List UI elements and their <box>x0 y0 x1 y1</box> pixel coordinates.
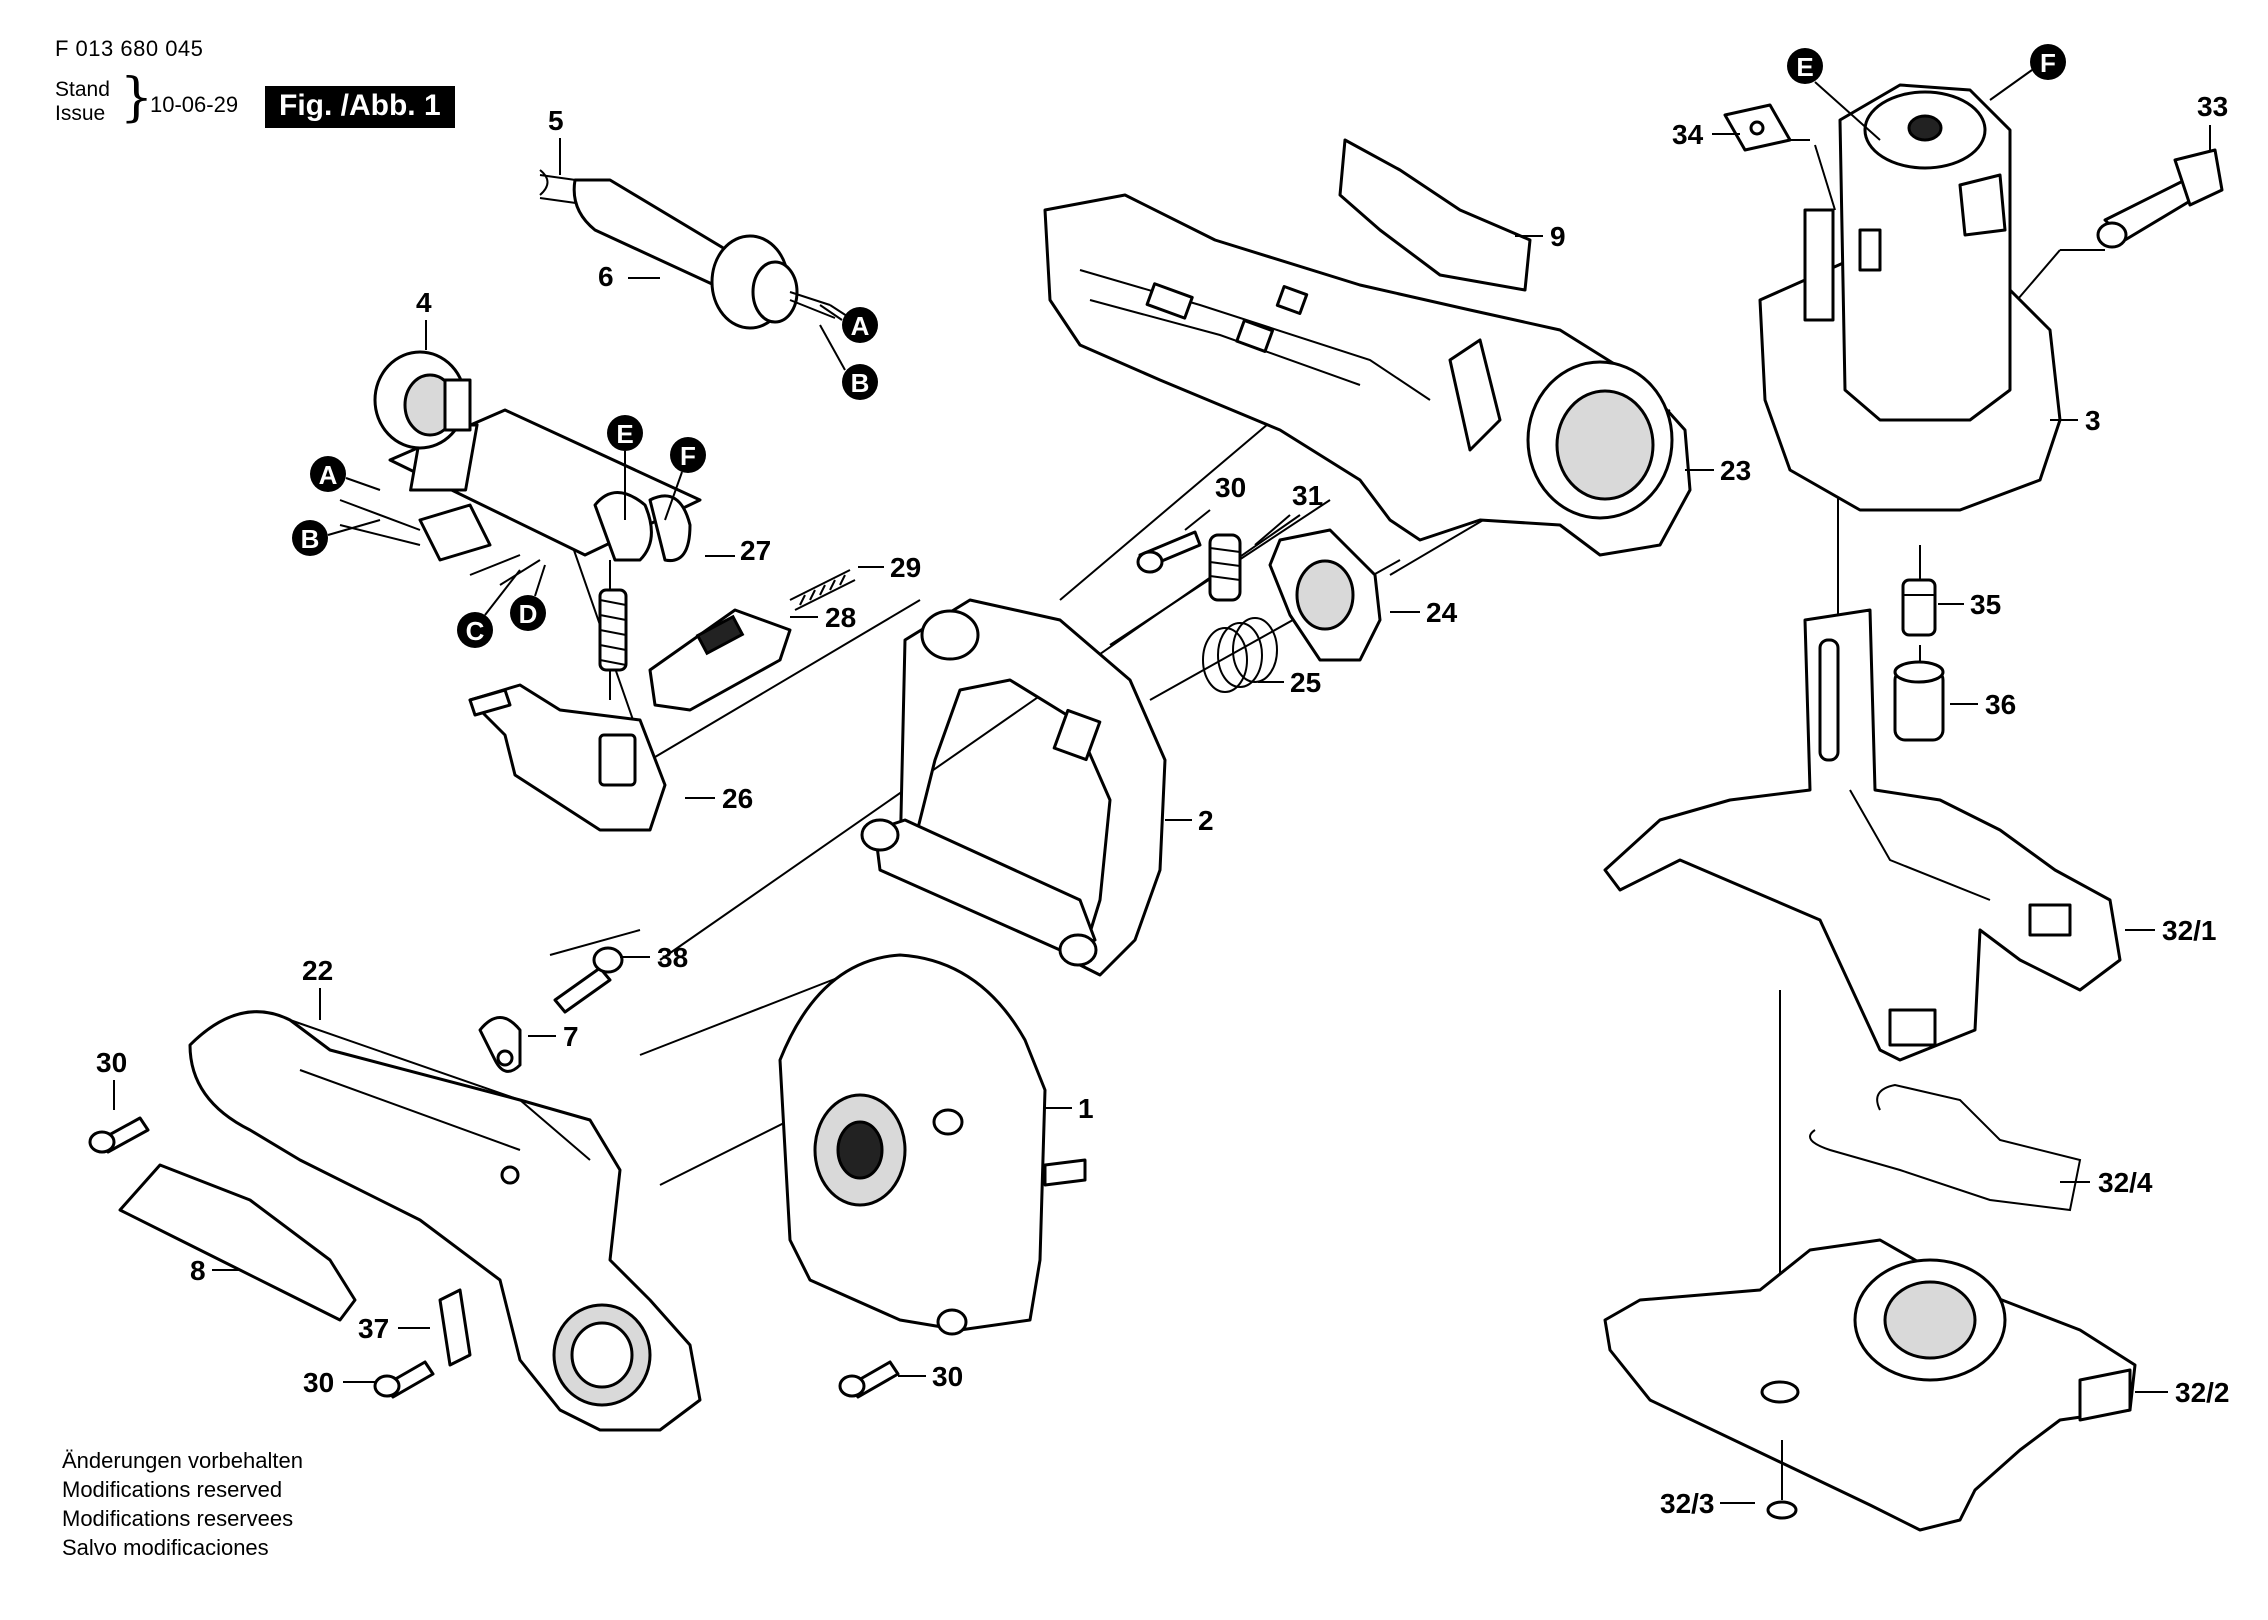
marker-e-motor: E <box>1787 48 1823 84</box>
connection-markers: A B A B C D E F <box>292 44 2066 648</box>
part-base-plate-32-2 <box>1603 1238 2137 1532</box>
notice-line-es: Salvo modificaciones <box>62 1535 269 1560</box>
callout-6: 6 <box>598 261 614 292</box>
part-switch-housing-26 <box>468 683 667 832</box>
callout-29: 29 <box>890 552 921 583</box>
callout-38: 38 <box>657 942 688 973</box>
marker-b-cable: B <box>842 364 878 400</box>
callouts: 5 6 4 27 29 28 26 9 23 30 31 24 25 2 38 … <box>96 91 2230 1519</box>
callout-32-4: 32/4 <box>2098 1167 2153 1198</box>
marker-f-board: F <box>670 437 706 473</box>
svg-text:F: F <box>680 441 696 471</box>
part-sleeve-36 <box>1893 660 1945 742</box>
callout-30-bottom-left: 30 <box>303 1367 334 1398</box>
callout-24: 24 <box>1426 597 1458 628</box>
callout-1: 1 <box>1078 1093 1094 1124</box>
marker-c-board: C <box>457 612 493 648</box>
part-cover-9 <box>1338 138 1532 292</box>
callout-30-left: 30 <box>96 1047 127 1078</box>
callout-30-top: 30 <box>1215 472 1246 503</box>
svg-text:A: A <box>319 460 338 490</box>
part-spring-31 <box>1208 533 1242 602</box>
svg-text:B: B <box>851 368 870 398</box>
part-housing-shell-23 <box>1043 193 1692 557</box>
notice-line-fr: Modifications reservees <box>62 1506 294 1531</box>
part-knob-33 <box>2096 148 2224 249</box>
notice-line-en: Modifications reserved <box>62 1477 283 1502</box>
part-strain-relief-6 <box>572 178 851 330</box>
callout-2: 2 <box>1198 805 1214 836</box>
callout-22: 22 <box>302 955 333 986</box>
callout-25: 25 <box>1290 667 1321 698</box>
svg-text:F: F <box>2040 48 2056 78</box>
svg-text:A: A <box>851 311 870 341</box>
callout-36: 36 <box>1985 689 2016 720</box>
callout-37: 37 <box>358 1313 389 1344</box>
svg-text:E: E <box>616 419 633 449</box>
part-motor-housing-3 <box>1758 83 2062 512</box>
part-pad-34 <box>1723 103 1792 152</box>
marker-a-cable: A <box>842 307 878 343</box>
stand-issue-labels: Stand Issue <box>55 78 110 126</box>
notice-line-de: Änderungen vorbehalten <box>62 1448 303 1473</box>
modifications-notice: Änderungen vorbehalten Modifications res… <box>62 1446 303 1562</box>
callout-5: 5 <box>548 105 564 136</box>
issue-label: Issue <box>55 102 106 125</box>
part-springs-25 <box>1202 617 1278 693</box>
callout-7: 7 <box>563 1021 579 1052</box>
part-clip-7 <box>478 1016 522 1073</box>
document-number: F 013 680 045 <box>55 36 204 61</box>
callout-32-3: 32/3 <box>1660 1488 1715 1519</box>
svg-text:C: C <box>466 616 485 646</box>
callout-31: 31 <box>1292 480 1323 511</box>
part-screw-38 <box>553 946 624 1014</box>
issue-date: 10-06-29 <box>150 92 239 117</box>
callout-28: 28 <box>825 602 856 633</box>
part-handle-shell-2 <box>860 598 1167 977</box>
svg-text:B: B <box>301 524 320 554</box>
part-clip-37 <box>438 1288 472 1367</box>
part-grip-cover-8 <box>118 1163 357 1322</box>
part-spring-27 <box>598 588 628 672</box>
callout-35: 35 <box>1970 589 2001 620</box>
brace-glyph: } <box>120 68 154 128</box>
callout-8: 8 <box>190 1255 206 1286</box>
marker-a-board: A <box>310 456 346 492</box>
svg-text:D: D <box>519 599 538 629</box>
callout-23: 23 <box>1720 455 1751 486</box>
part-screw-30-top <box>1136 530 1202 574</box>
callout-32-1: 32/1 <box>2162 915 2217 946</box>
callout-33: 33 <box>2197 91 2228 122</box>
marker-b-board: B <box>292 520 328 556</box>
marker-f-motor: F <box>2030 44 2066 80</box>
part-screw-32-3 <box>1766 1440 1798 1520</box>
part-grip-22 <box>188 1010 702 1432</box>
callout-30-bottom: 30 <box>932 1361 963 1392</box>
part-pcb-assembly <box>339 350 702 586</box>
part-screw-30-left <box>88 1116 150 1154</box>
part-flange-24 <box>1268 528 1382 662</box>
svg-text:E: E <box>1796 52 1813 82</box>
part-screw-30-bottom-left <box>373 1360 435 1399</box>
marker-e-board: E <box>607 415 643 451</box>
callout-4: 4 <box>416 287 432 318</box>
part-wire-clip-32-4 <box>1809 1083 2082 1212</box>
part-spring-29 <box>789 569 856 611</box>
callout-9: 9 <box>1550 221 1566 252</box>
callout-26: 26 <box>722 783 753 814</box>
figure-label: Fig. /Abb. 1 <box>265 86 455 128</box>
callout-32-2: 32/2 <box>2175 1377 2230 1408</box>
callout-34: 34 <box>1672 119 1704 150</box>
part-slider-28 <box>648 608 792 712</box>
marker-d-board: D <box>510 595 546 631</box>
callout-3: 3 <box>2085 405 2101 436</box>
part-fan-housing-1 <box>778 953 1087 1336</box>
part-shaft-35 <box>1901 578 1937 637</box>
part-base-32-1 <box>1603 608 2122 1062</box>
part-screw-30-bottom <box>838 1360 900 1399</box>
callout-27: 27 <box>740 535 771 566</box>
stand-label: Stand <box>55 78 110 101</box>
